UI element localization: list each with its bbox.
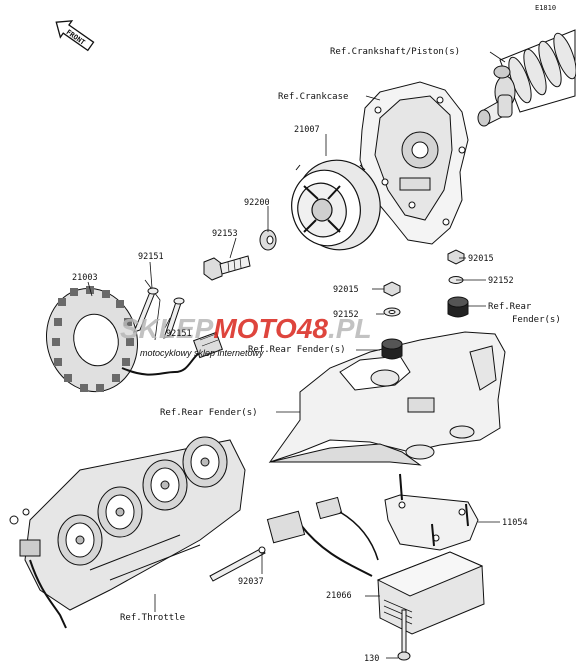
part-92015-label-mid: 92015 (333, 285, 359, 295)
crankcase-cover (359, 81, 469, 245)
part-21007-label: 21007 (294, 125, 320, 135)
part-92200-label: 92200 (244, 198, 270, 208)
watermark: SKLEPMOTO48.PL motocyklowy sklep interne… (120, 313, 372, 358)
part-92151-label-bottom: 92151 (166, 329, 192, 339)
bolt-130 (397, 609, 411, 661)
ref-crankcase-label: Ref.Crankcase (278, 92, 348, 102)
watermark-brand-part4: .PL (328, 313, 372, 344)
watermark-brand-part2: MOTO (213, 313, 297, 344)
watermark-tagline: motocyklowy sklep internetowy (140, 348, 264, 358)
rotor (291, 159, 381, 251)
ref-rear-fender-right-label: Ref.Rear (488, 302, 532, 312)
part-21066-label: 21066 (326, 591, 352, 601)
part-21003-label: 21003 (72, 273, 98, 283)
part-11054-label: 11054 (502, 518, 528, 528)
stator (45, 279, 223, 393)
part-92153-label: 92153 (212, 229, 238, 239)
part-92152-label-right: 92152 (488, 276, 514, 286)
rod-92037 (209, 546, 266, 582)
front-arrow: FRONT (55, 20, 95, 52)
part-92037-label: 92037 (238, 577, 264, 587)
throttle-body-assembly (9, 436, 246, 629)
watermark-brand-part3: 48 (296, 313, 329, 344)
rear-fender-frame (268, 331, 506, 466)
part-92152-label-mid: 92152 (333, 310, 359, 320)
crankshaft-illustration (477, 29, 576, 127)
bolt-92153 (203, 255, 251, 281)
stator-screws (133, 287, 185, 339)
leader-lines (87, 51, 506, 659)
rubber-92152-right (447, 276, 469, 318)
nut-92015 (383, 249, 465, 297)
rubber-92152-mid (381, 307, 403, 360)
ref-throttle-label: Ref.Throttle (120, 613, 185, 623)
washer-92200 (259, 229, 277, 251)
ref-rear-fender-mid-label: Ref.Rear Fender(s) (248, 345, 346, 355)
part-92015-label-right: 92015 (468, 254, 494, 264)
ref-rear-fender-left-label: Ref.Rear Fender(s) (160, 408, 258, 418)
part-130-label: 130 (364, 654, 379, 664)
watermark-brand: SKLEPMOTO48.PL (120, 313, 372, 344)
part-92151-label-top: 92151 (138, 252, 164, 262)
diagram-code: E1810 (535, 4, 556, 12)
bracket-11054 (384, 473, 479, 551)
ref-rear-fender-right-label-2: Fender(s) (512, 315, 561, 325)
ref-crankshaft-label: Ref.Crankshaft/Piston(s) (330, 47, 460, 57)
watermark-brand-part1: SKLEP (120, 313, 214, 344)
